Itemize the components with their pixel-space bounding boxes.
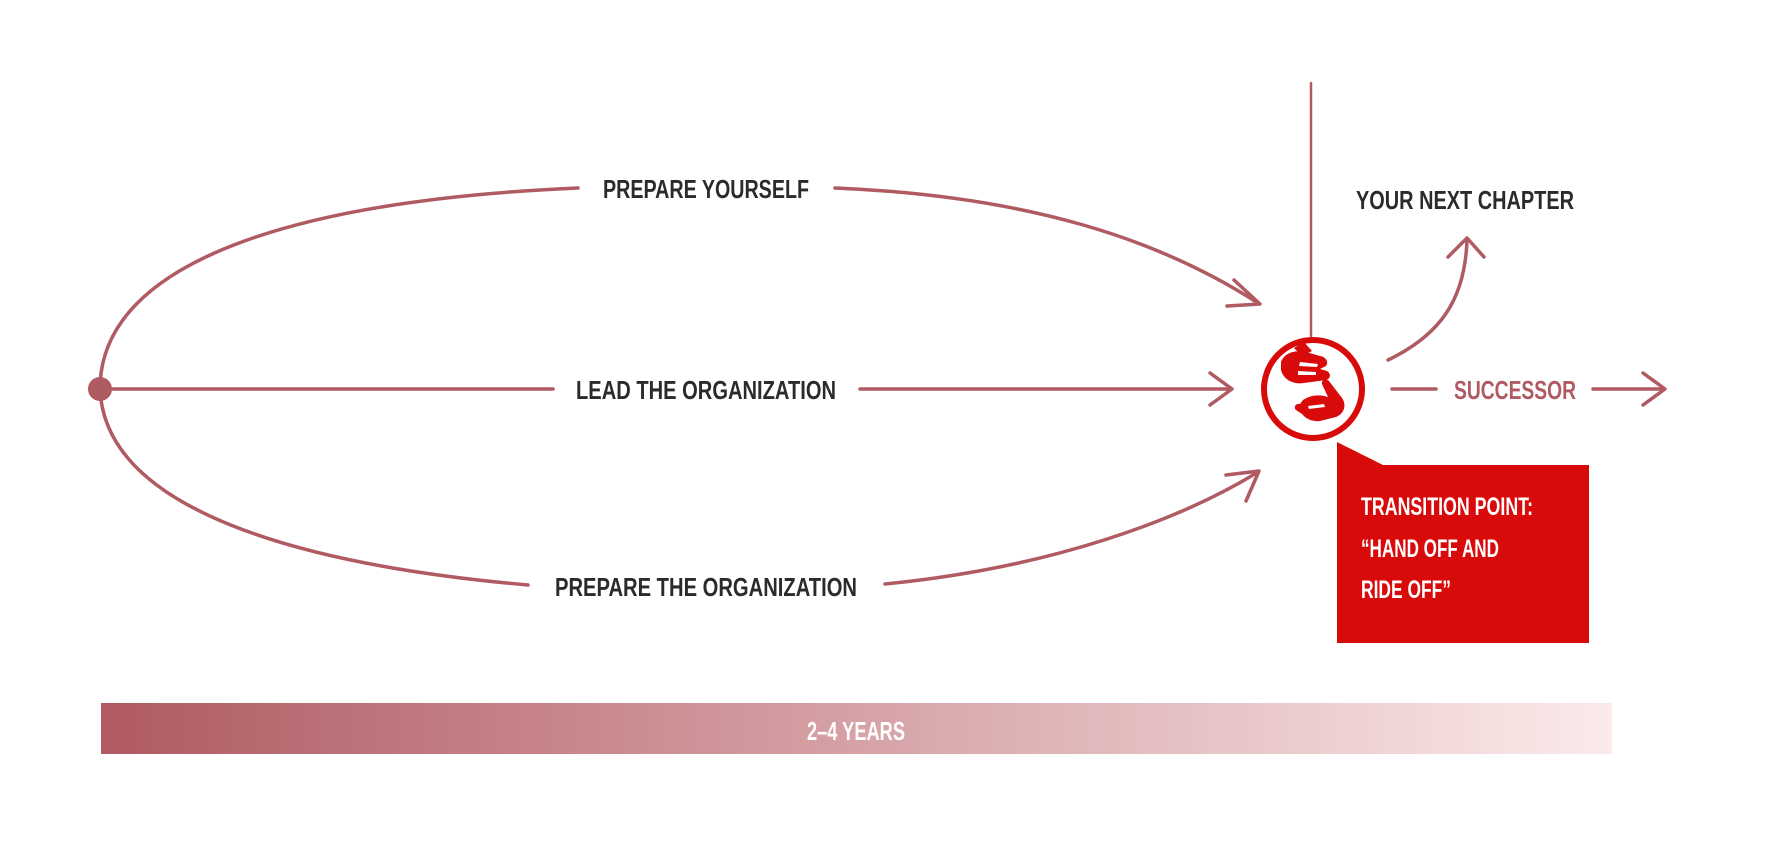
callout-line-2: “HAND OFF AND bbox=[1361, 535, 1499, 563]
top-path-curve-right bbox=[833, 186, 1260, 305]
label-prepare-yourself: PREPARE YOURSELF bbox=[603, 174, 809, 204]
start-point-dot bbox=[88, 377, 112, 401]
bottom-path-curve-right bbox=[883, 470, 1260, 586]
next-chapter-curve bbox=[1386, 238, 1469, 362]
top-path-curve-left bbox=[98, 186, 580, 391]
timeline-label: 2–4 YEARS bbox=[807, 716, 905, 746]
successor-arrowhead bbox=[1641, 371, 1667, 407]
middle-path-arrowhead bbox=[1208, 371, 1234, 407]
label-successor: SUCCESSOR bbox=[1454, 375, 1576, 405]
callout-line-1: TRANSITION POINT: bbox=[1361, 493, 1533, 521]
transition-callout: TRANSITION POINT: “HAND OFF AND RIDE OFF… bbox=[1337, 442, 1589, 643]
label-your-next-chapter: YOUR NEXT CHAPTER bbox=[1356, 185, 1574, 215]
label-lead-the-organization: LEAD THE ORGANIZATION bbox=[576, 375, 836, 405]
bottom-path-curve-left bbox=[98, 387, 530, 587]
timeline-bar: 2–4 YEARS bbox=[101, 703, 1612, 754]
top-path-arrowhead bbox=[1225, 278, 1262, 308]
handoff-hands-icon bbox=[1261, 337, 1365, 441]
bottom-path-arrowhead bbox=[1224, 469, 1261, 503]
next-chapter-arrowhead bbox=[1446, 236, 1486, 259]
callout-line-3: RIDE OFF” bbox=[1361, 576, 1451, 604]
label-prepare-the-organization: PREPARE THE ORGANIZATION bbox=[555, 572, 857, 602]
